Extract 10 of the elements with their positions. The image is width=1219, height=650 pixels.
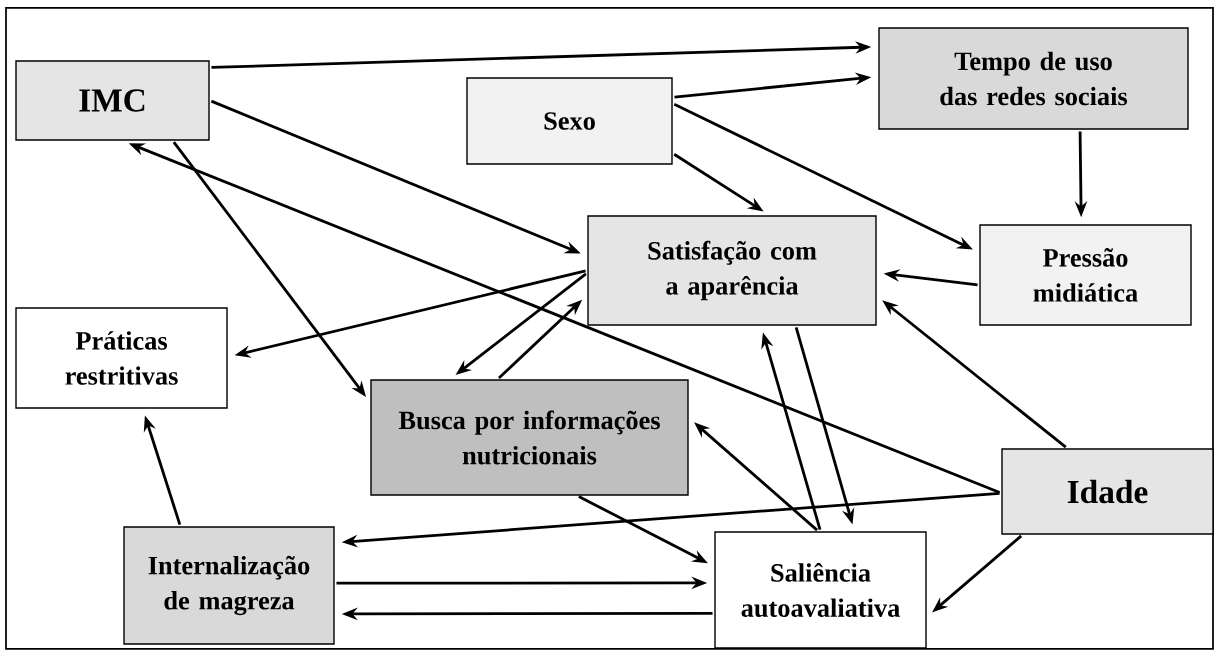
variable-box: Sexo xyxy=(466,77,673,165)
variable-box: Tempo de uso das redes sociais xyxy=(878,27,1189,130)
variable-box: Satisfação com a aparência xyxy=(587,215,877,326)
variable-box: Saliência autoavaliativa xyxy=(714,531,927,649)
variable-box: Pressão midiática xyxy=(979,224,1192,326)
variable-box: IMC xyxy=(15,60,210,141)
variable-box: Internalização de magreza xyxy=(123,526,335,645)
variable-box: Busca por informações nutricionais xyxy=(370,379,689,496)
variable-box: Práticas restritivas xyxy=(15,307,228,409)
variable-box: Idade xyxy=(1001,448,1214,535)
